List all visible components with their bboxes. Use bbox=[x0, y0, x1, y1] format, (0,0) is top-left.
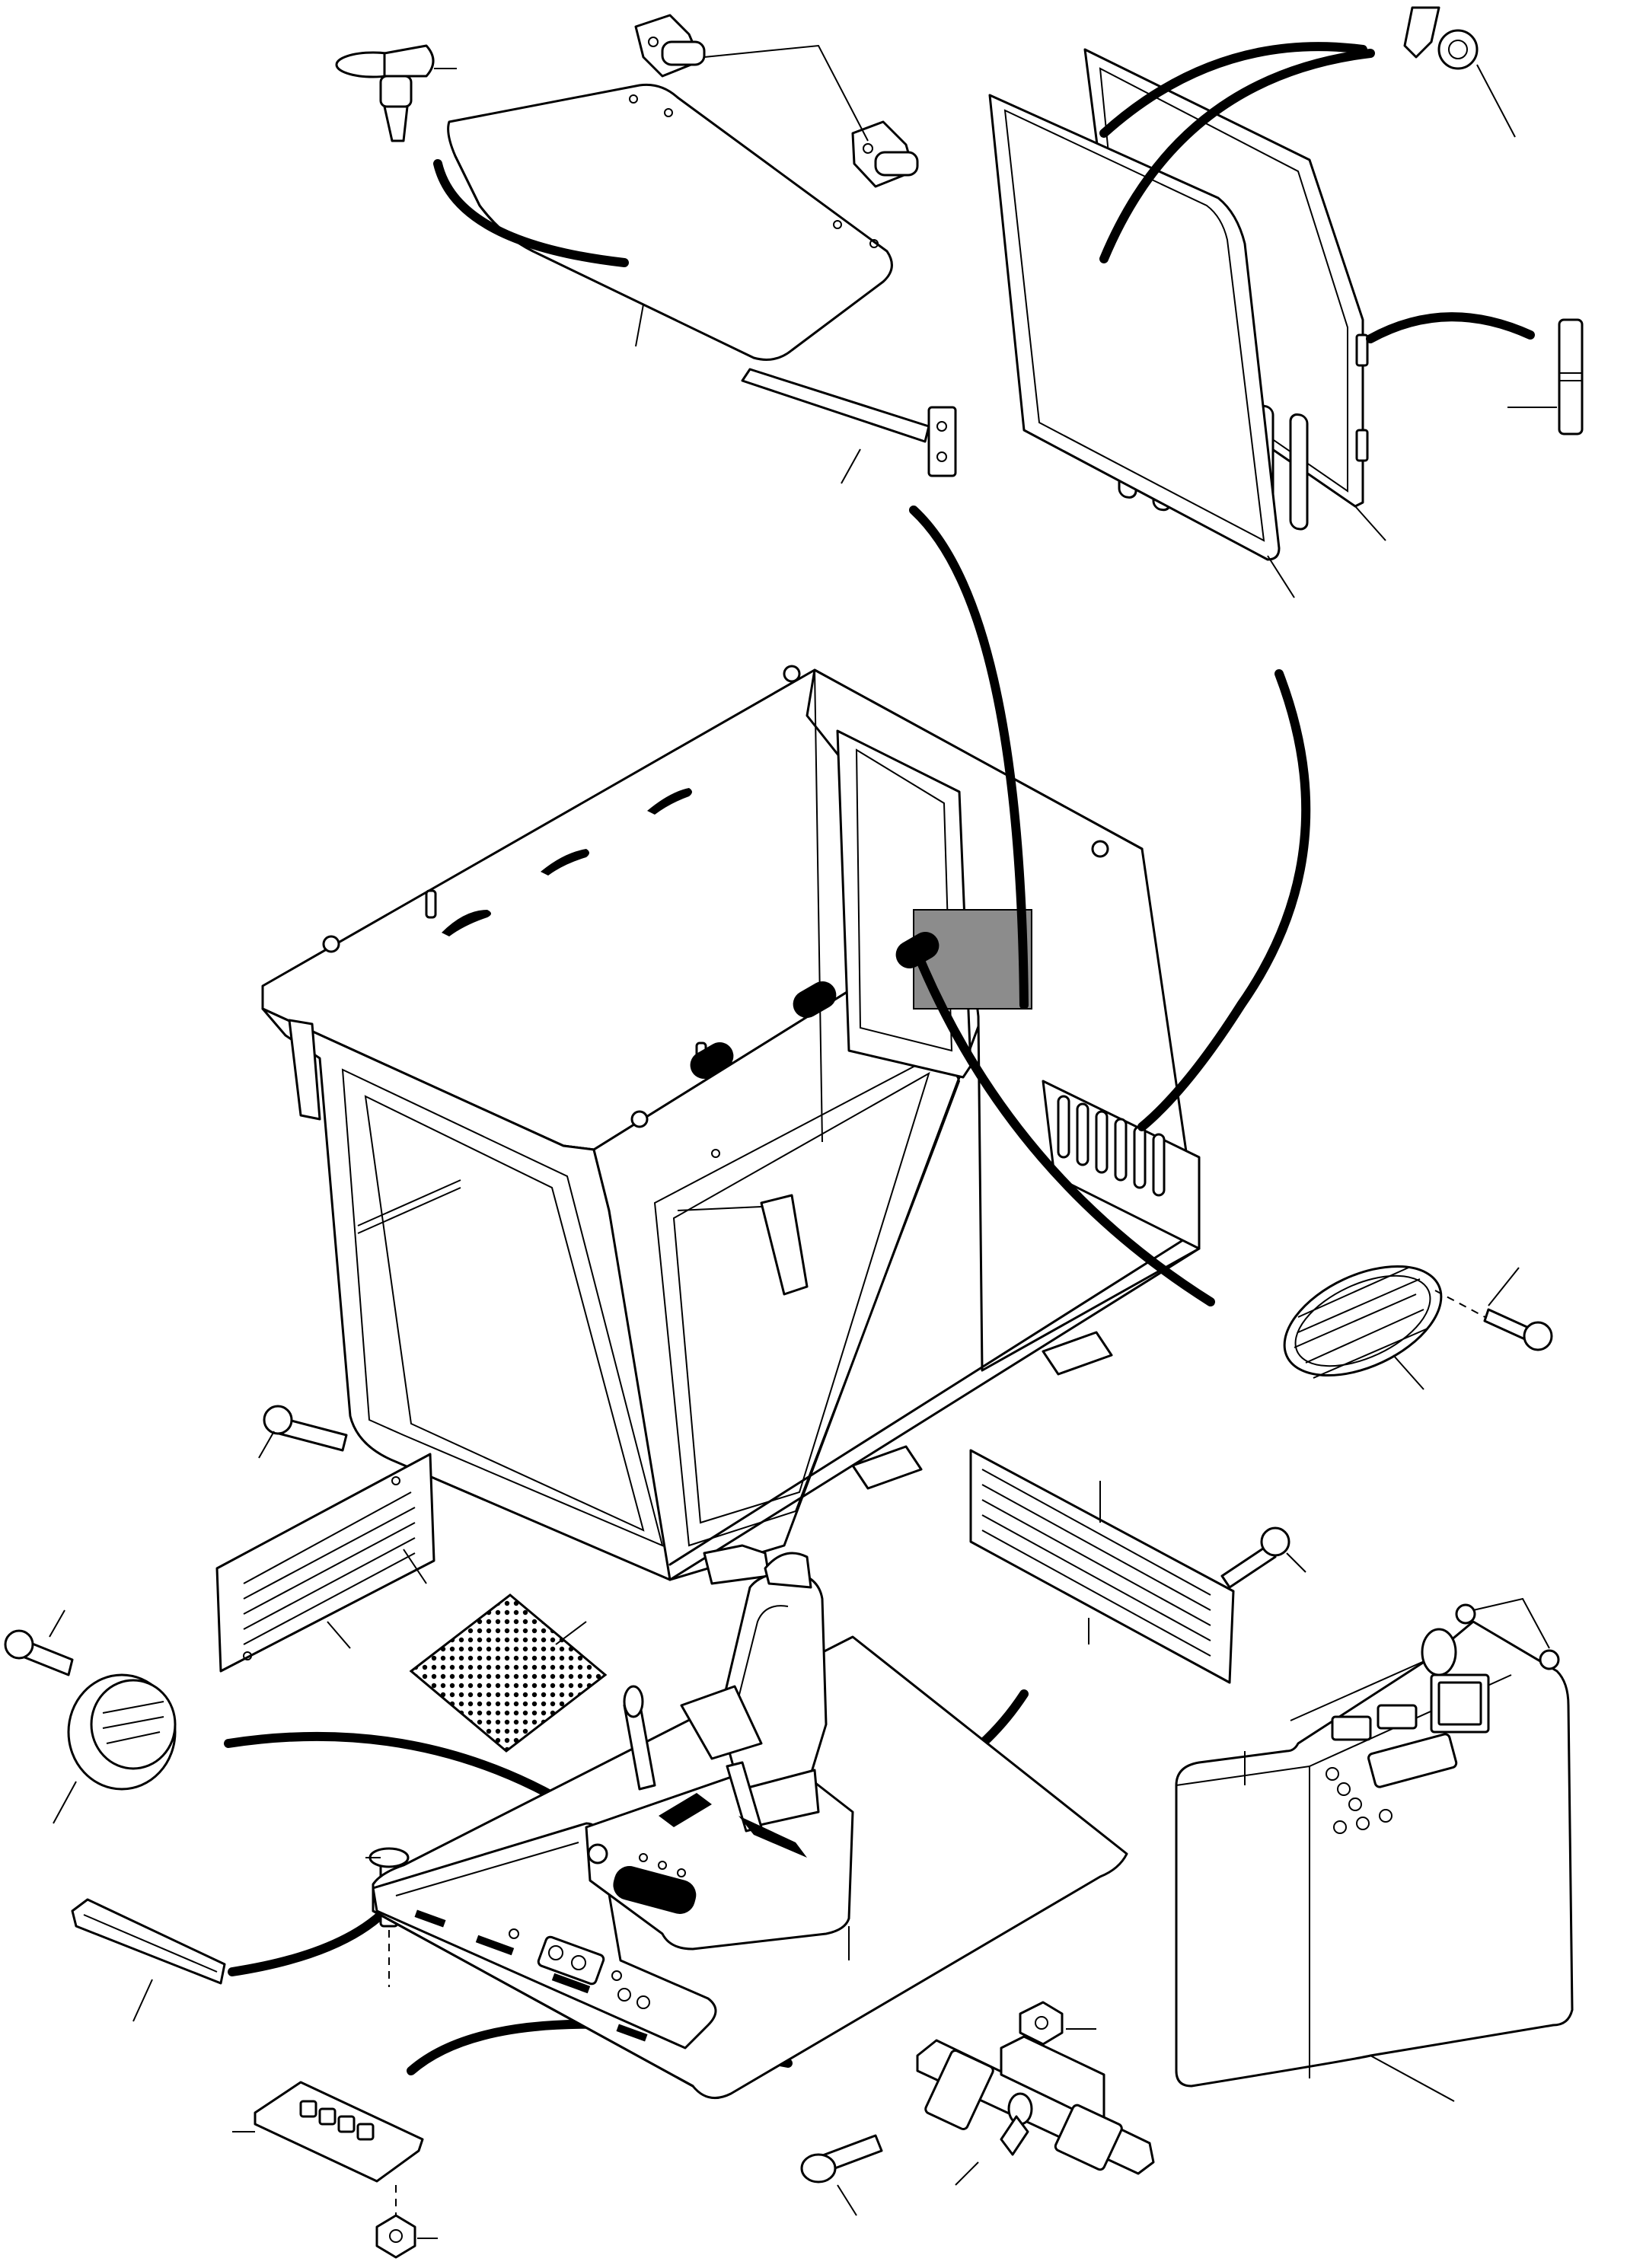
louvre-screw-right bbox=[1220, 1526, 1306, 1589]
switch-box-nut bbox=[1019, 2001, 1096, 2046]
switch-panel bbox=[232, 2081, 424, 2183]
cab-body bbox=[261, 665, 1201, 1585]
switch-panel-nut bbox=[375, 2185, 438, 2259]
joystick-right bbox=[726, 1761, 807, 1858]
louvre-screw-left bbox=[258, 1405, 348, 1459]
floor-perforated-mat bbox=[409, 1593, 608, 1753]
roof-hatch-panel bbox=[447, 83, 893, 361]
left-floor-louvre-panel bbox=[215, 1453, 435, 1673]
rocker-switch-box bbox=[916, 2035, 1155, 2175]
door-latch-handle bbox=[1403, 6, 1516, 138]
round-air-vent bbox=[53, 1673, 177, 1824]
right-control-cabinet bbox=[1175, 1620, 1574, 2102]
right-floor-louvre-panel bbox=[969, 1449, 1235, 1684]
oval-air-grille bbox=[1283, 1265, 1443, 1390]
trim-strip bbox=[71, 1898, 226, 2022]
hatch-hinge-right bbox=[851, 120, 919, 188]
grille-screw bbox=[1434, 1267, 1553, 1351]
joystick-left bbox=[623, 1685, 712, 1827]
cabinet-top-nuts bbox=[1455, 1597, 1560, 1670]
hatch-hinge-left bbox=[634, 14, 706, 78]
cab-left-air-vent bbox=[288, 1019, 321, 1121]
hatch-stay-bar bbox=[741, 368, 957, 484]
switch-box-bolt bbox=[800, 2134, 883, 2216]
hatch-latch-handle bbox=[335, 44, 457, 142]
vent-screw bbox=[4, 1609, 74, 1676]
operator-seat bbox=[680, 1552, 828, 1829]
left-control-console bbox=[372, 1822, 717, 2049]
door-hinge-pin bbox=[1507, 318, 1584, 435]
